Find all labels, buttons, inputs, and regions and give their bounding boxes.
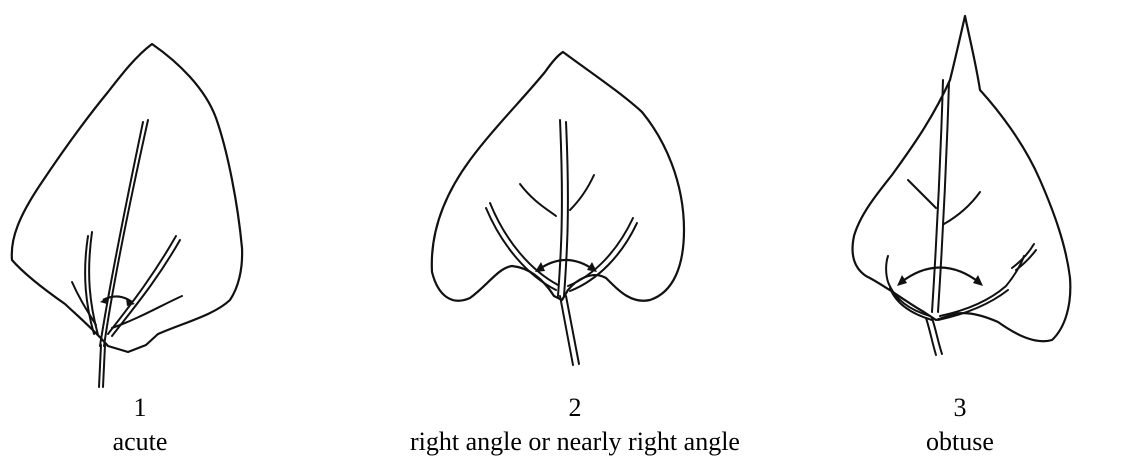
figure-number-1: 1: [0, 393, 280, 423]
left-upper-vein: [908, 180, 936, 208]
right-tip-vein: [1012, 244, 1036, 270]
left-curve: [886, 256, 932, 320]
midrib: [932, 80, 949, 312]
right-lower-vein: [112, 296, 182, 328]
figure-label-2: right angle or nearly right angle: [380, 427, 770, 457]
leaf-outline: [432, 52, 684, 301]
right-vein: [108, 236, 180, 336]
arrowhead-right: [973, 275, 983, 286]
right-upper-vein: [570, 175, 594, 210]
left-upper-vein: [520, 184, 556, 216]
stem: [99, 345, 105, 387]
figure-label-3: obtuse: [840, 427, 1080, 457]
stem: [926, 318, 942, 355]
stem: [560, 296, 579, 365]
right-curve: [938, 256, 1024, 320]
right-upper-vein: [944, 192, 980, 224]
midrib: [558, 120, 568, 296]
figure-label-1: acute: [0, 427, 280, 457]
right-vein: [568, 218, 637, 291]
leaf-figure-2: 2 right angle or nearly right angle: [380, 0, 770, 474]
figure-number-3: 3: [840, 393, 1080, 423]
arrowhead-left: [897, 275, 907, 286]
left-vein: [486, 203, 558, 290]
leaf-outline: [853, 16, 1071, 341]
leaf-figure-1: 1 acute: [0, 0, 280, 474]
figure-number-2: 2: [380, 393, 770, 423]
leaf-figure-3: 3 obtuse: [840, 0, 1080, 474]
